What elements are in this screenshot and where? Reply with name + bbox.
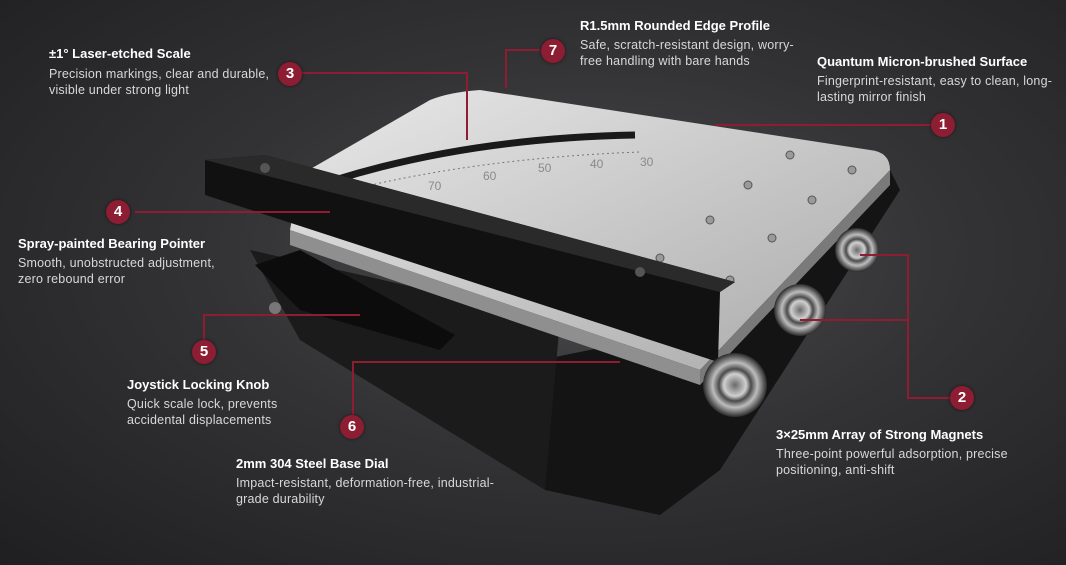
callout-2-desc: Three-point powerful adsorption, precise…: [776, 447, 1008, 477]
scale-mark-70: 70: [428, 179, 442, 193]
bearing-pointer: [205, 155, 735, 362]
callout-7-desc: Safe, scratch-resistant design, worry-fr…: [580, 38, 794, 68]
magnets: [703, 228, 879, 417]
callout-4-desc: Smooth, unobstructed adjustment, zero re…: [18, 256, 215, 286]
leader-lines: [135, 49, 950, 420]
scale-mark-50: 50: [538, 161, 552, 175]
callout-1-badge: 1: [931, 113, 955, 137]
callout-2-title: 3×25mm Array of Strong Magnets: [776, 427, 984, 442]
callout-7-badge: 7: [541, 39, 565, 63]
locking-knob: [255, 250, 455, 350]
scale-mark-30: 30: [640, 155, 654, 169]
callout-5-badge: 5: [192, 340, 216, 364]
callout-5-desc: Quick scale lock, prevents accidental di…: [127, 397, 278, 427]
callout-6-title: 2mm 304 Steel Base Dial: [236, 456, 389, 471]
laser-scale: [333, 131, 641, 191]
callout-6-badge: 6: [340, 415, 364, 439]
callout-7-title: R1.5mm Rounded Edge Profile: [580, 18, 770, 33]
callout-1-title: Quantum Micron-brushed Surface: [817, 54, 1028, 69]
callout-3-desc: Precision markings, clear and durable, v…: [49, 67, 270, 97]
callout-4-title: Spray-painted Bearing Pointer: [18, 236, 206, 251]
callout-1-desc: Fingerprint-resistant, easy to clean, lo…: [817, 74, 1053, 104]
callout-6-desc: Impact-resistant, deformation-free, indu…: [236, 476, 495, 506]
callout-3-title: ±1° Laser-etched Scale: [49, 46, 191, 61]
callout-2-badge: 2: [950, 386, 974, 410]
callout-4-badge: 4: [106, 200, 130, 224]
scale-mark-60: 60: [483, 169, 497, 183]
callout-5-title: Joystick Locking Knob: [127, 377, 270, 392]
steel-base-dial: [290, 90, 890, 385]
scale-mark-40: 40: [590, 157, 604, 171]
callout-3-badge: 3: [278, 62, 302, 86]
